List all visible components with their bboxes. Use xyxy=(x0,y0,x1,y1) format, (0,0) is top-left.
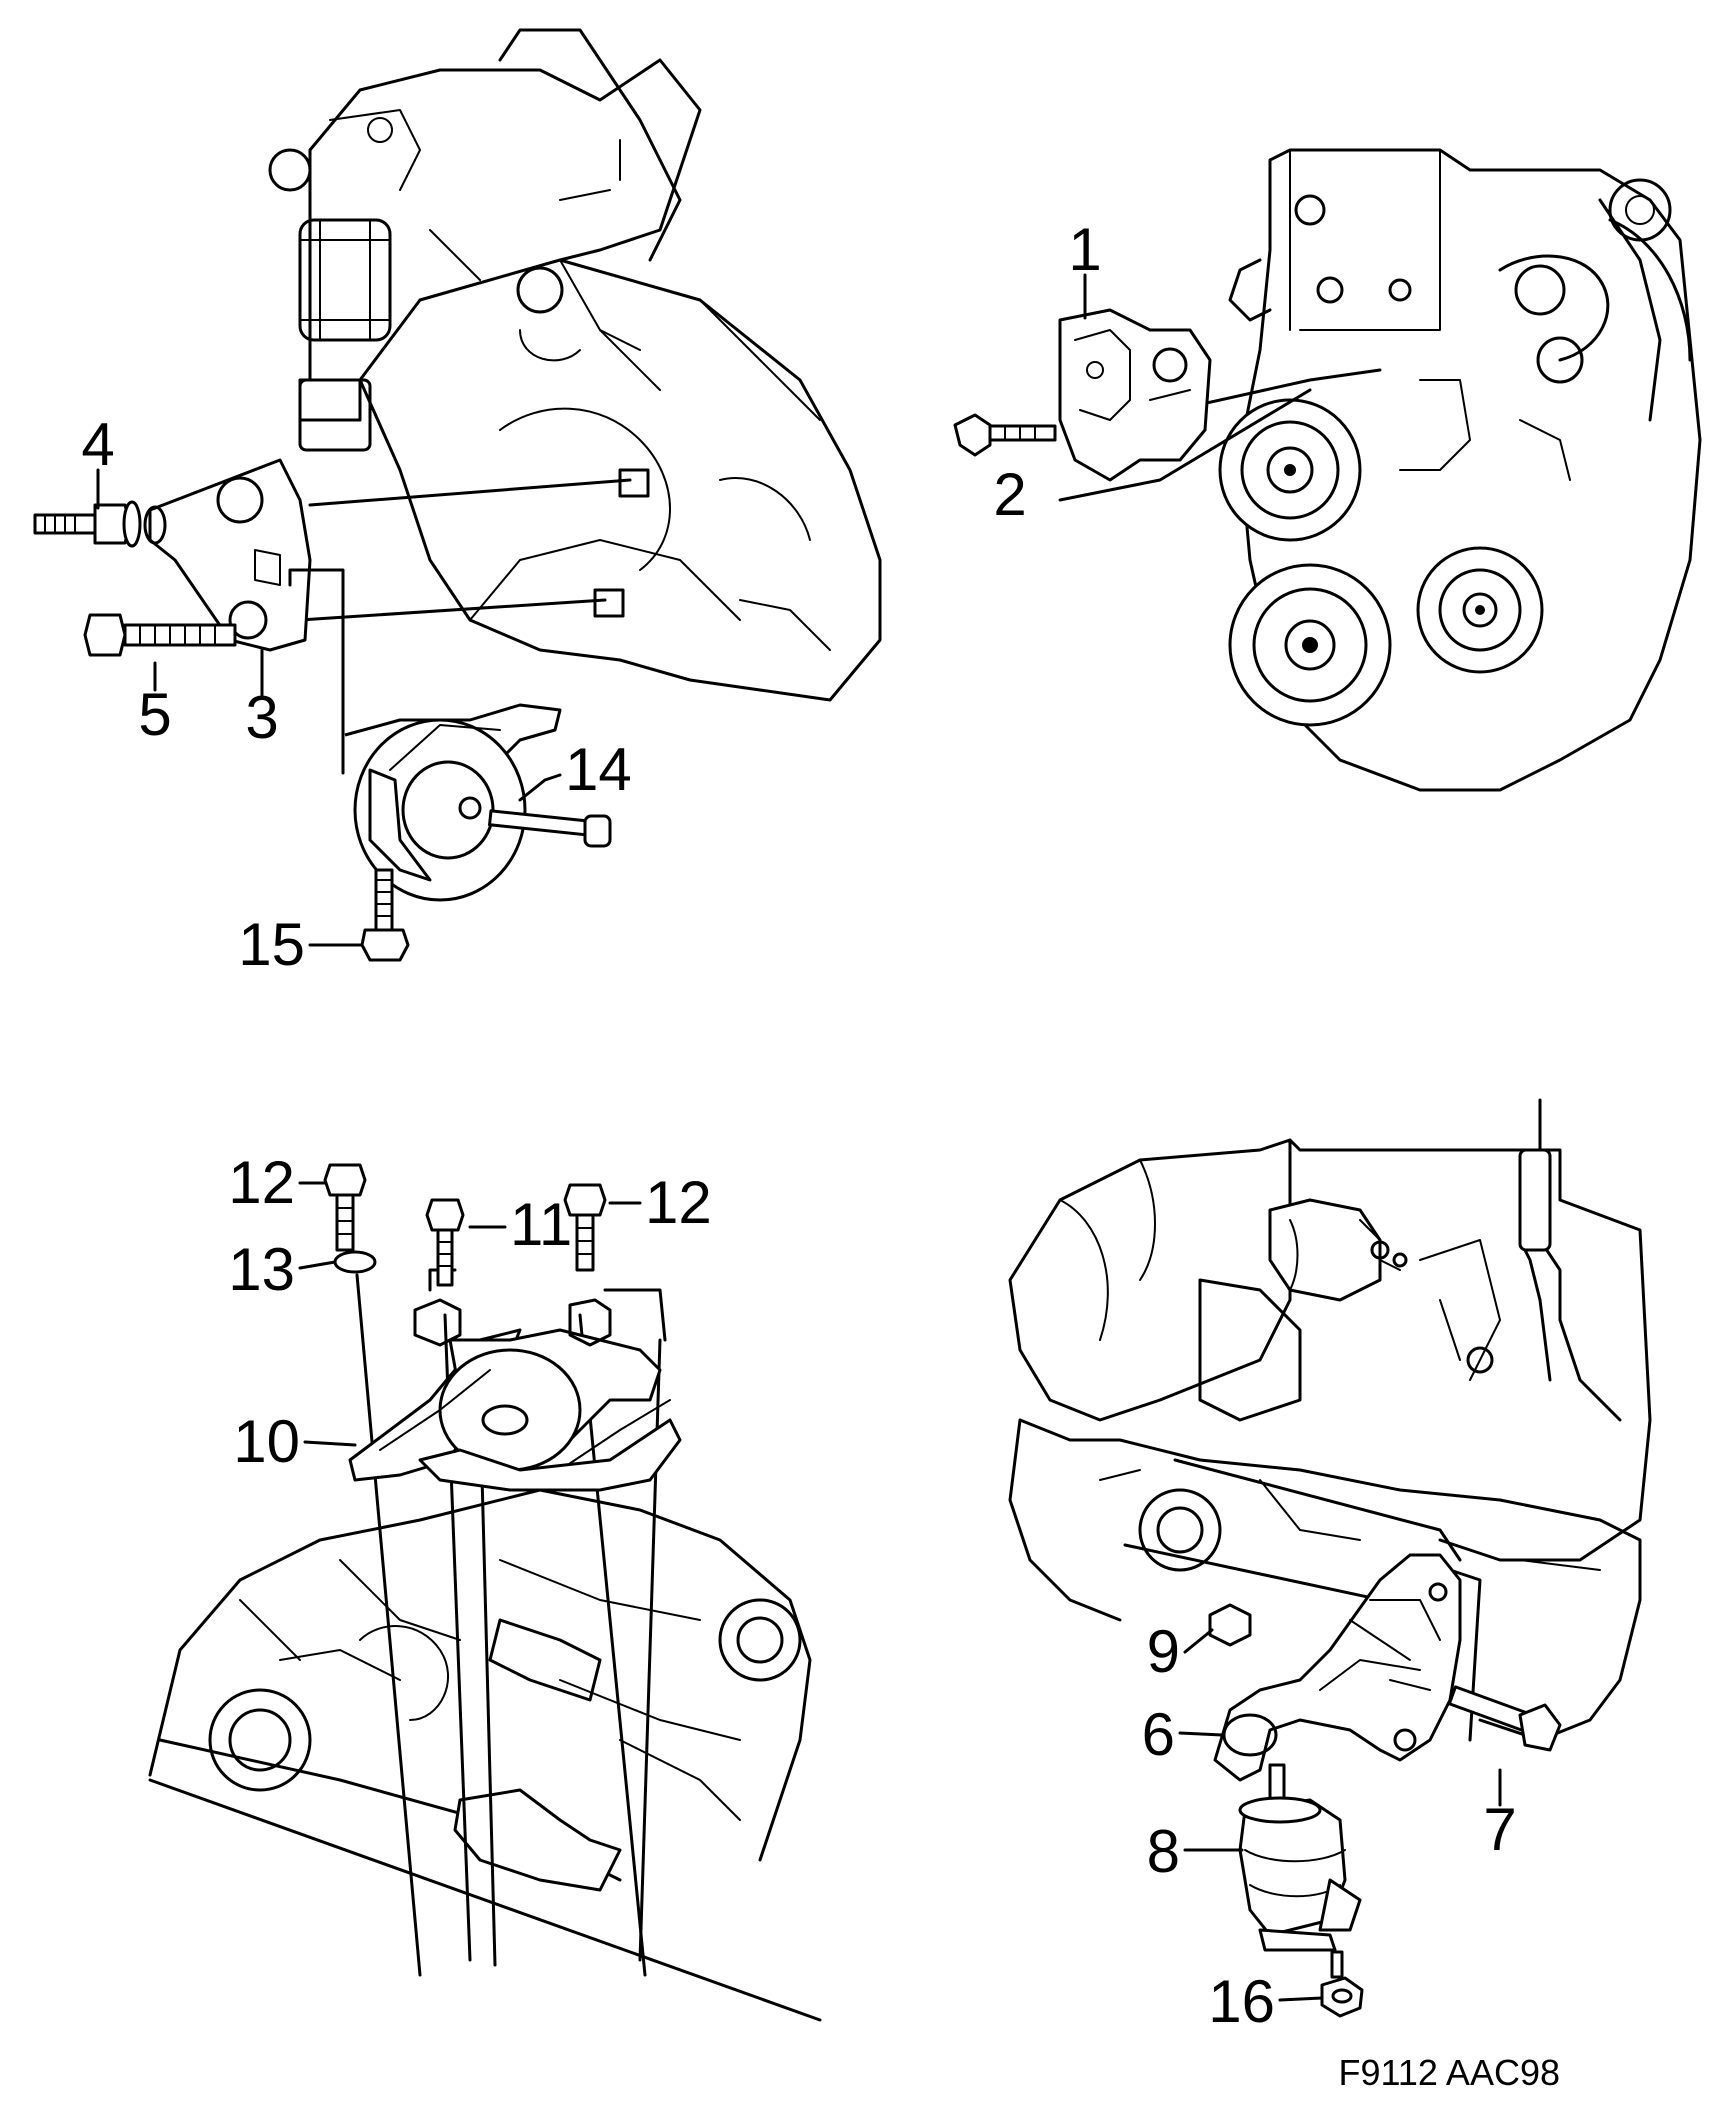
callout-6: 6 xyxy=(1142,1701,1175,1768)
callout-7: 7 xyxy=(1483,1796,1516,1863)
bolt-15 xyxy=(360,868,410,962)
rubber-mount-8 xyxy=(1238,1763,1362,1979)
callout-14: 14 xyxy=(565,736,632,803)
gearbox-assembly-top-left xyxy=(33,28,882,962)
upper-mount-bottom-left xyxy=(148,1163,822,2022)
callout-13: 13 xyxy=(228,1236,295,1303)
callout-12-right: 12 xyxy=(645,1169,712,1236)
callout-8: 8 xyxy=(1147,1818,1180,1885)
callout-2: 2 xyxy=(993,461,1026,528)
bolt-2 xyxy=(953,413,1057,457)
callout-1: 1 xyxy=(1068,216,1101,283)
callout-16: 16 xyxy=(1208,1968,1275,2035)
bolt-11 xyxy=(425,1198,465,1287)
callout-9: 9 xyxy=(1147,1618,1180,1685)
bolt-4 xyxy=(33,500,142,548)
washer-13 xyxy=(333,1250,377,1274)
bolt-5 xyxy=(83,613,237,657)
callout-15: 15 xyxy=(238,911,305,978)
rear-mount-bracket xyxy=(148,458,312,652)
upper-mount-10 xyxy=(348,1298,682,1492)
callout-5: 5 xyxy=(138,681,171,748)
callout-11: 11 xyxy=(510,1191,572,1258)
figure-code: F9112 AAC98 xyxy=(1339,2052,1560,2093)
nut-9 xyxy=(1208,1603,1252,1647)
front-mount-bracket xyxy=(1058,308,1212,482)
bolt-7 xyxy=(1447,1685,1562,1752)
bolt-12-left xyxy=(323,1163,367,1252)
mount-bushing-14 xyxy=(288,568,562,902)
callout-10: 10 xyxy=(233,1408,300,1475)
mount-bracket-6 xyxy=(1213,1553,1462,1782)
callout-12-left: 12 xyxy=(228,1149,295,1216)
callout-3: 3 xyxy=(245,684,278,751)
bolt-14 xyxy=(488,809,612,848)
engine-front-top-right xyxy=(953,148,1702,792)
callout-4: 4 xyxy=(81,411,114,478)
bolt-12-right xyxy=(563,1183,607,1272)
gearbox-right-mount-bottom-right xyxy=(1008,1098,1652,2018)
nut-16 xyxy=(1320,1976,1364,2018)
